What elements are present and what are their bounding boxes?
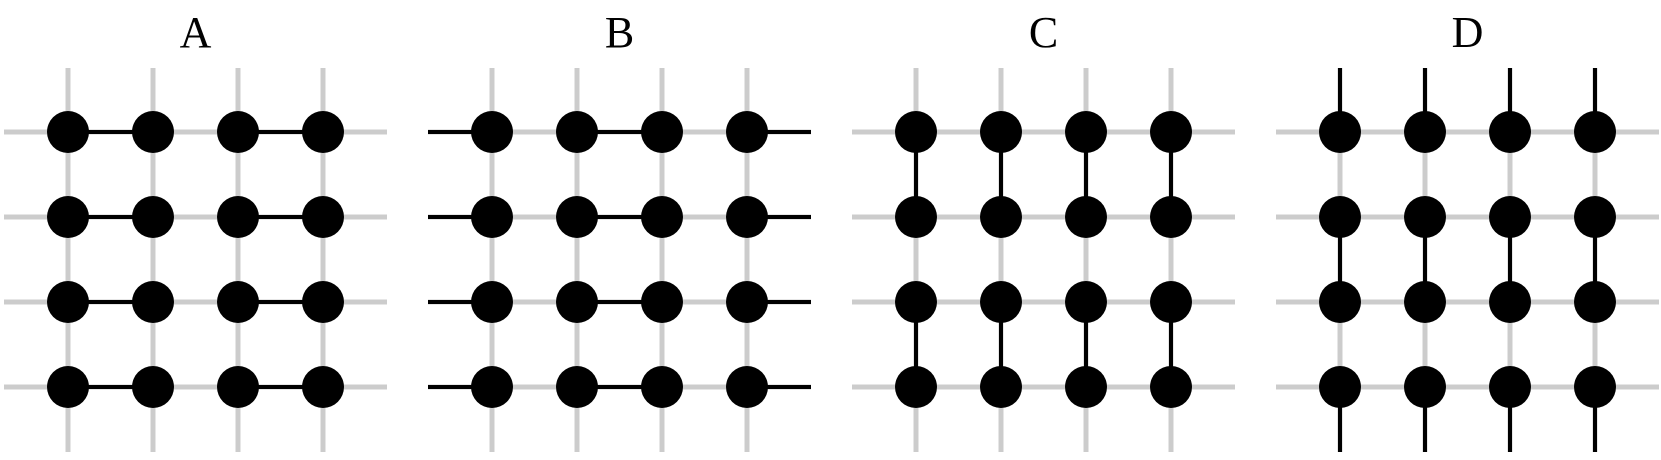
- lattice-site: [641, 281, 683, 323]
- lattice-site: [1065, 111, 1107, 153]
- lattice-site: [1150, 111, 1192, 153]
- lattice-site: [217, 196, 259, 238]
- lattice-site: [1150, 366, 1192, 408]
- panel-d-lattice: [1276, 68, 1659, 452]
- lattice-site: [895, 366, 937, 408]
- lattice-site: [980, 366, 1022, 408]
- lattice-site: [556, 366, 598, 408]
- panel-b: B: [424, 0, 834, 460]
- lattice-site: [1404, 281, 1446, 323]
- lattice-site: [471, 111, 513, 153]
- lattice-site: [895, 281, 937, 323]
- panel-a-lattice: [4, 68, 387, 452]
- panel-a: A: [0, 0, 410, 460]
- lattice-site: [47, 366, 89, 408]
- lattice-site: [1404, 111, 1446, 153]
- lattice-site: [302, 366, 344, 408]
- lattice-site: [471, 366, 513, 408]
- lattice-site: [1065, 281, 1107, 323]
- panel-d-label: D: [1451, 8, 1484, 57]
- lattice-site: [1150, 281, 1192, 323]
- lattice-site: [895, 111, 937, 153]
- lattice-site: [1319, 366, 1361, 408]
- lattice-site: [980, 111, 1022, 153]
- lattice-site: [556, 281, 598, 323]
- lattice-site: [556, 196, 598, 238]
- lattice-site: [302, 281, 344, 323]
- lattice-site: [132, 196, 174, 238]
- panel-b-label: B: [604, 8, 635, 57]
- panel-a-label: A: [179, 8, 212, 57]
- panel-c-lattice: [852, 68, 1235, 452]
- panel-d: D: [1272, 0, 1661, 460]
- lattice-site: [1574, 281, 1616, 323]
- lattice-site: [132, 366, 174, 408]
- lattice-site: [1574, 366, 1616, 408]
- lattice-site: [980, 281, 1022, 323]
- lattice-site: [726, 281, 768, 323]
- lattice-site: [1489, 196, 1531, 238]
- lattice-site: [1404, 196, 1446, 238]
- panel-c-label: C: [1028, 8, 1059, 57]
- lattice-site: [1404, 366, 1446, 408]
- lattice-site: [1489, 281, 1531, 323]
- lattice-site: [132, 281, 174, 323]
- lattice-site: [47, 281, 89, 323]
- lattice-site: [471, 281, 513, 323]
- lattice-site: [217, 111, 259, 153]
- lattice-site: [641, 111, 683, 153]
- lattice-site: [726, 366, 768, 408]
- lattice-site: [1489, 111, 1531, 153]
- lattice-site: [302, 111, 344, 153]
- lattice-site: [726, 196, 768, 238]
- lattice-site: [726, 111, 768, 153]
- lattice-site: [1065, 196, 1107, 238]
- panel-c: C: [848, 0, 1258, 460]
- lattice-site: [47, 196, 89, 238]
- lattice-site: [641, 196, 683, 238]
- lattice-site: [1319, 196, 1361, 238]
- lattice-site: [1574, 196, 1616, 238]
- lattice-site: [1574, 111, 1616, 153]
- lattice-site: [471, 196, 513, 238]
- lattice-site: [217, 281, 259, 323]
- lattice-site: [641, 366, 683, 408]
- lattice-site: [217, 366, 259, 408]
- lattice-site: [556, 111, 598, 153]
- lattice-site: [47, 111, 89, 153]
- lattice-site: [1065, 366, 1107, 408]
- lattice-site: [1319, 111, 1361, 153]
- lattice-site: [1150, 196, 1192, 238]
- lattice-site: [1319, 281, 1361, 323]
- panel-b-lattice: [428, 68, 811, 452]
- lattice-site: [980, 196, 1022, 238]
- lattice-site: [895, 196, 937, 238]
- lattice-site: [1489, 366, 1531, 408]
- lattice-site: [302, 196, 344, 238]
- lattice-site: [132, 111, 174, 153]
